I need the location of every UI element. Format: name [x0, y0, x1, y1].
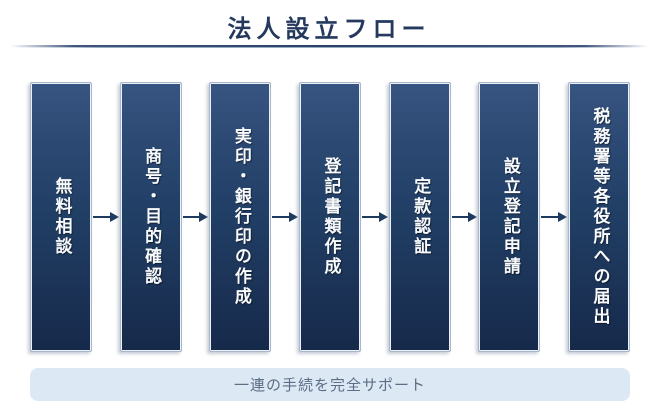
arrow-right-icon: [540, 82, 568, 352]
flow-step-label: 税務署等各役所への届出: [589, 107, 610, 327]
arrow-right-icon: [92, 82, 120, 352]
flow-step-label: 実印・銀行印の作成: [230, 127, 251, 307]
flow-step-3: 実印・銀行印の作成: [209, 82, 272, 352]
title-divider: [10, 45, 648, 49]
arrow-right-icon: [451, 82, 479, 352]
arrow-right-icon: [271, 82, 299, 352]
flow-step-7: 税務署等各役所への届出: [568, 82, 631, 352]
flow-row: 無料相談 商号・目的確認 実印・銀行印の作成 登記書類作成 定款認証 設立登記申請 税務署等…: [30, 82, 631, 352]
support-banner: 一連の手続を完全サポート: [30, 368, 630, 401]
flow-step-2: 商号・目的確認: [119, 82, 182, 352]
flow-step-5: 定款認証: [388, 82, 451, 352]
flow-step-1: 無料相談: [30, 82, 92, 352]
page-title: 法人設立フロー: [227, 14, 431, 43]
arrow-right-icon: [182, 82, 210, 352]
flow-step-label: 商号・目的確認: [141, 147, 162, 287]
flow-step-label: 無料相談: [51, 177, 72, 257]
flow-step-label: 設立登記申請: [499, 157, 520, 277]
flow-step-label: 定款認証: [410, 177, 431, 257]
flow-step-6: 設立登記申請: [478, 82, 541, 352]
flow-step-label: 登記書類作成: [320, 157, 341, 277]
arrow-right-icon: [361, 82, 389, 352]
support-banner-label: 一連の手続を完全サポート: [233, 376, 426, 394]
flow-step-4: 登記書類作成: [299, 82, 362, 352]
